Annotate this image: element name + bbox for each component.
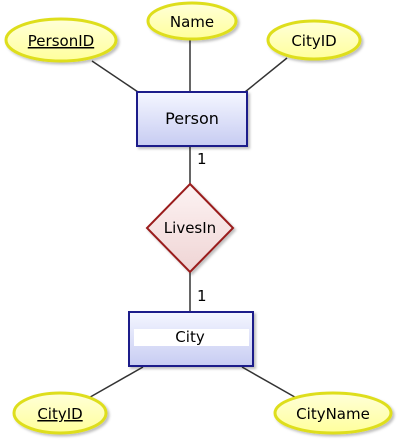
attribute-person-city-id: CityID [266, 19, 362, 61]
relationship-lives-in-label: LivesIn [164, 219, 216, 237]
entity-city: City [128, 311, 254, 367]
attribute-person-id-label: PersonID [28, 32, 94, 50]
entity-person: Person [136, 91, 248, 147]
attribute-person-city-id-label: CityID [291, 32, 336, 50]
connector-city-cityname [241, 366, 301, 401]
cardinality-person: 1 [197, 150, 207, 168]
attribute-city-id-label: CityID [37, 405, 82, 423]
attribute-name: Name [146, 1, 238, 41]
connector-personid-person [91, 60, 139, 93]
connectors [84, 37, 301, 401]
relationship-lives-in: LivesIn [145, 182, 235, 274]
attribute-person-id: PersonID [4, 17, 118, 63]
connector-cityid-person [244, 57, 288, 93]
cardinality-city: 1 [197, 287, 207, 305]
attribute-city-name-label: CityName [296, 405, 370, 423]
connector-city-cityid [84, 366, 144, 401]
attribute-city-name: CityName [273, 391, 393, 435]
attribute-name-label: Name [170, 13, 214, 31]
entity-city-label: City [175, 328, 205, 346]
entity-person-label: Person [165, 109, 219, 128]
attribute-city-id: CityID [12, 391, 108, 435]
